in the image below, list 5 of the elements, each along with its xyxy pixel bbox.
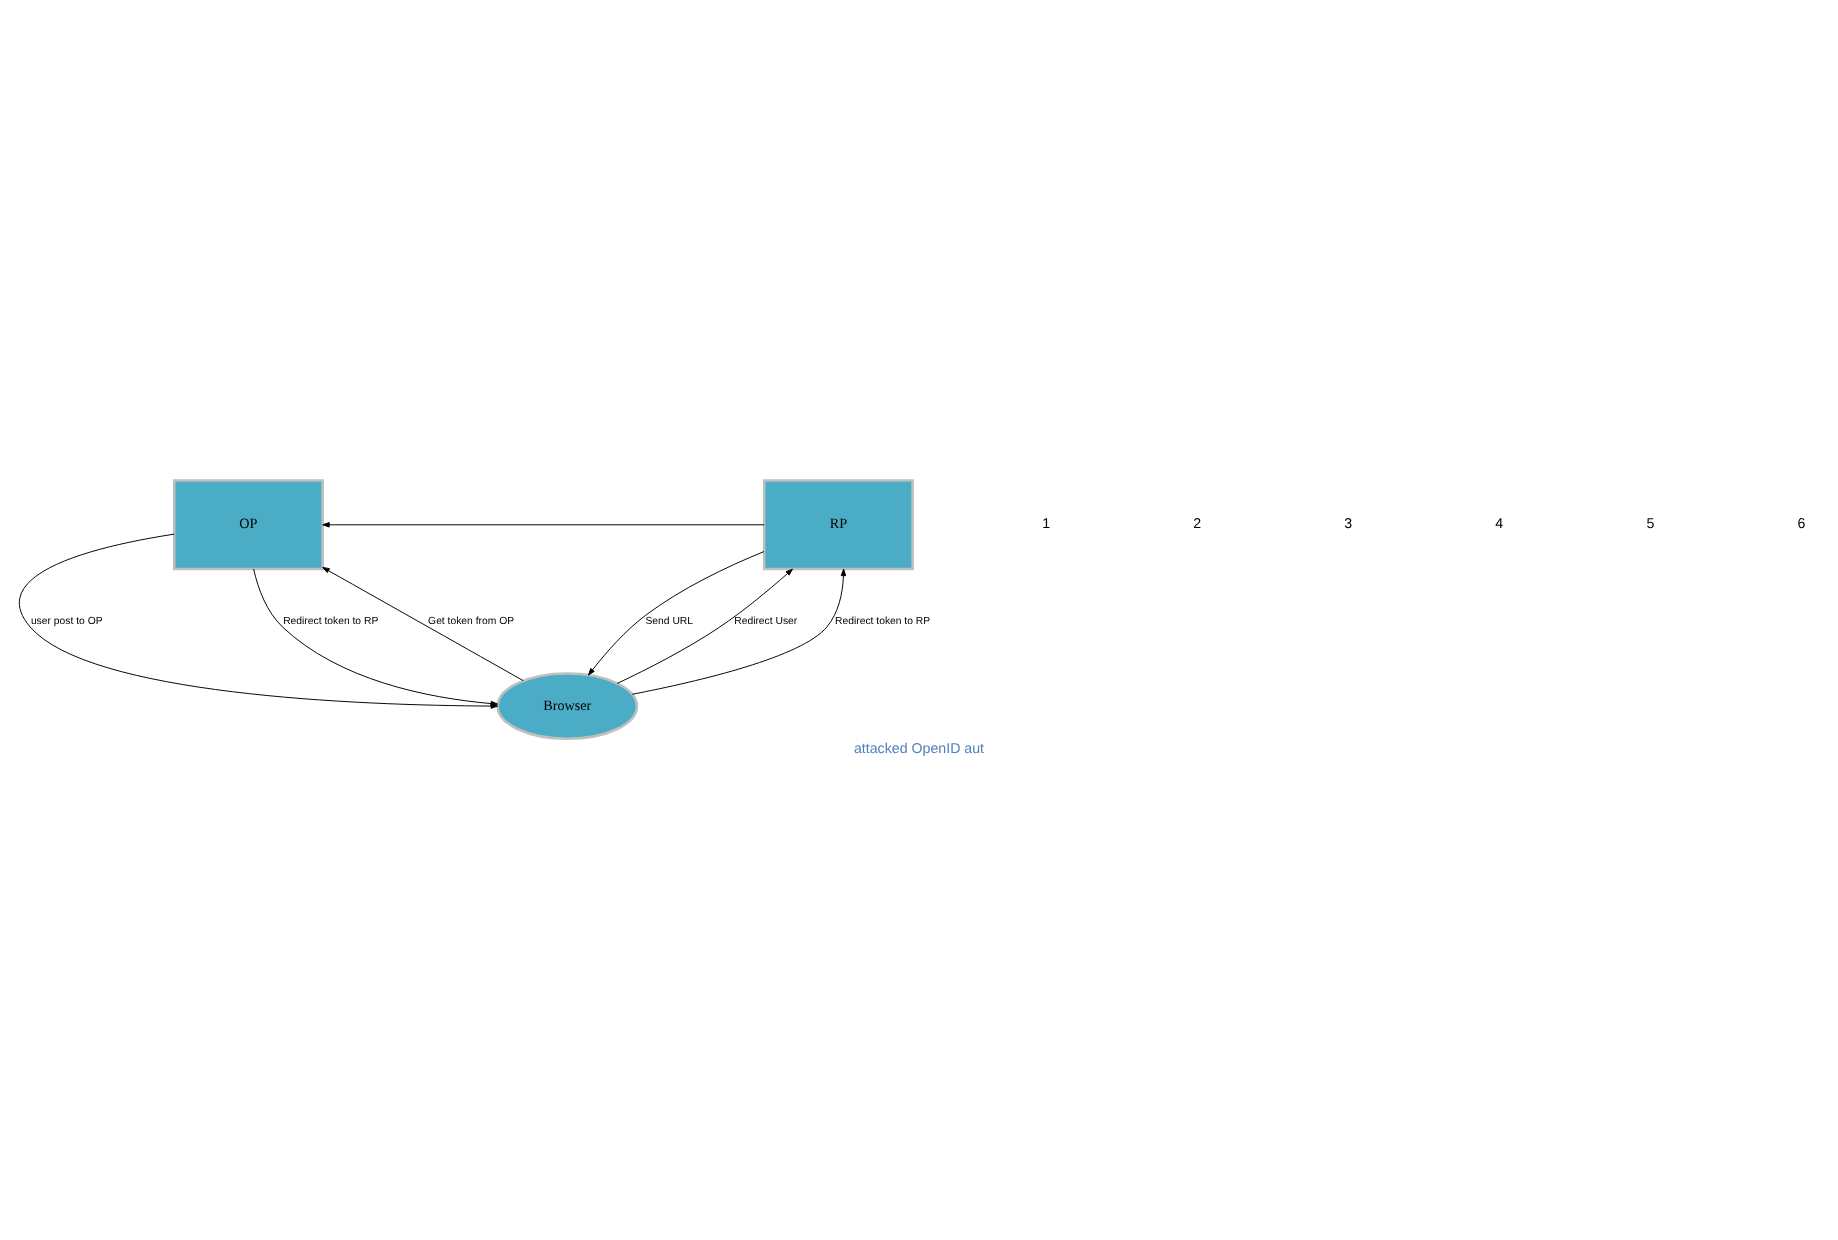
arrow (616, 568, 793, 684)
arrow (631, 568, 847, 695)
arrow (588, 551, 765, 676)
arrow (322, 522, 765, 528)
arrow (322, 566, 524, 682)
